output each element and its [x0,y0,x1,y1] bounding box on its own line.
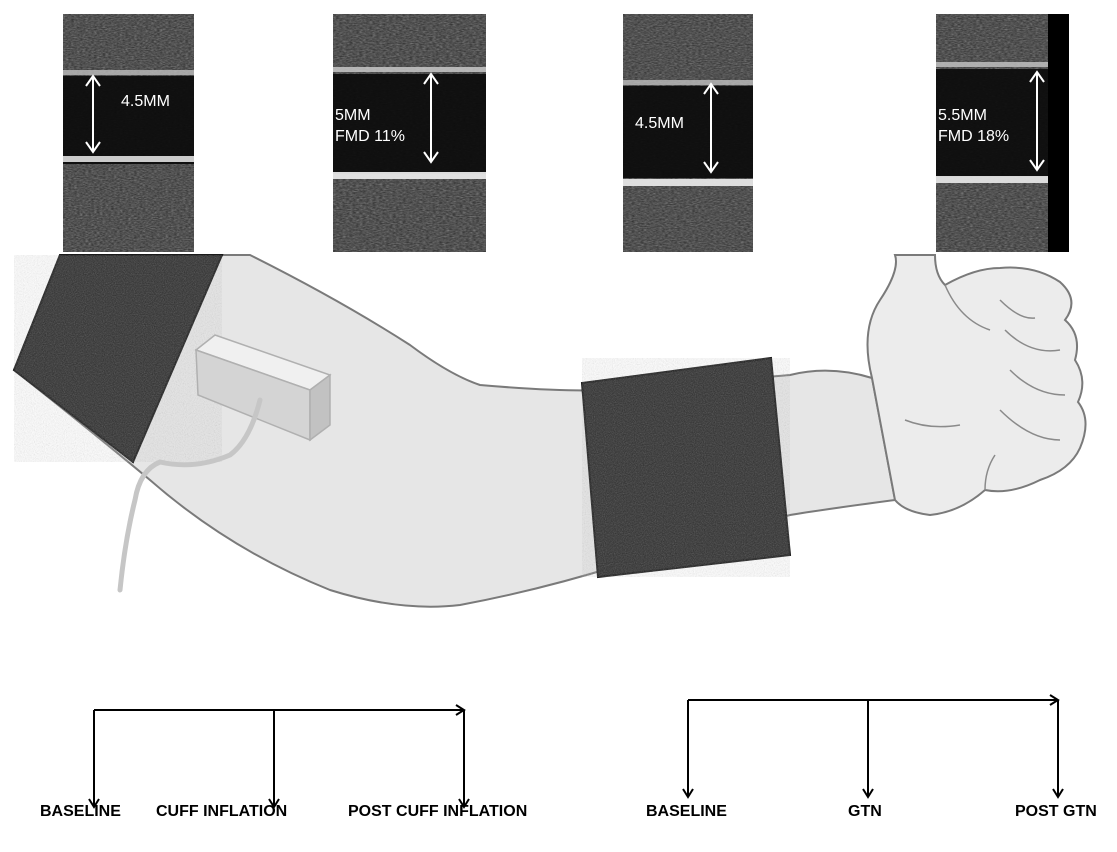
label-cuff-inflation: CUFF INFLATION [156,803,287,821]
timeline-right [688,700,1058,797]
label-baseline-left: BASELINE [40,803,121,821]
label-post-gtn: POST GTN [1015,803,1097,821]
label-gtn: GTN [848,803,882,821]
timeline-left [94,710,464,807]
label-post-cuff-inflation: POST CUFF INFLATION [348,803,527,821]
label-baseline-right: BASELINE [646,803,727,821]
